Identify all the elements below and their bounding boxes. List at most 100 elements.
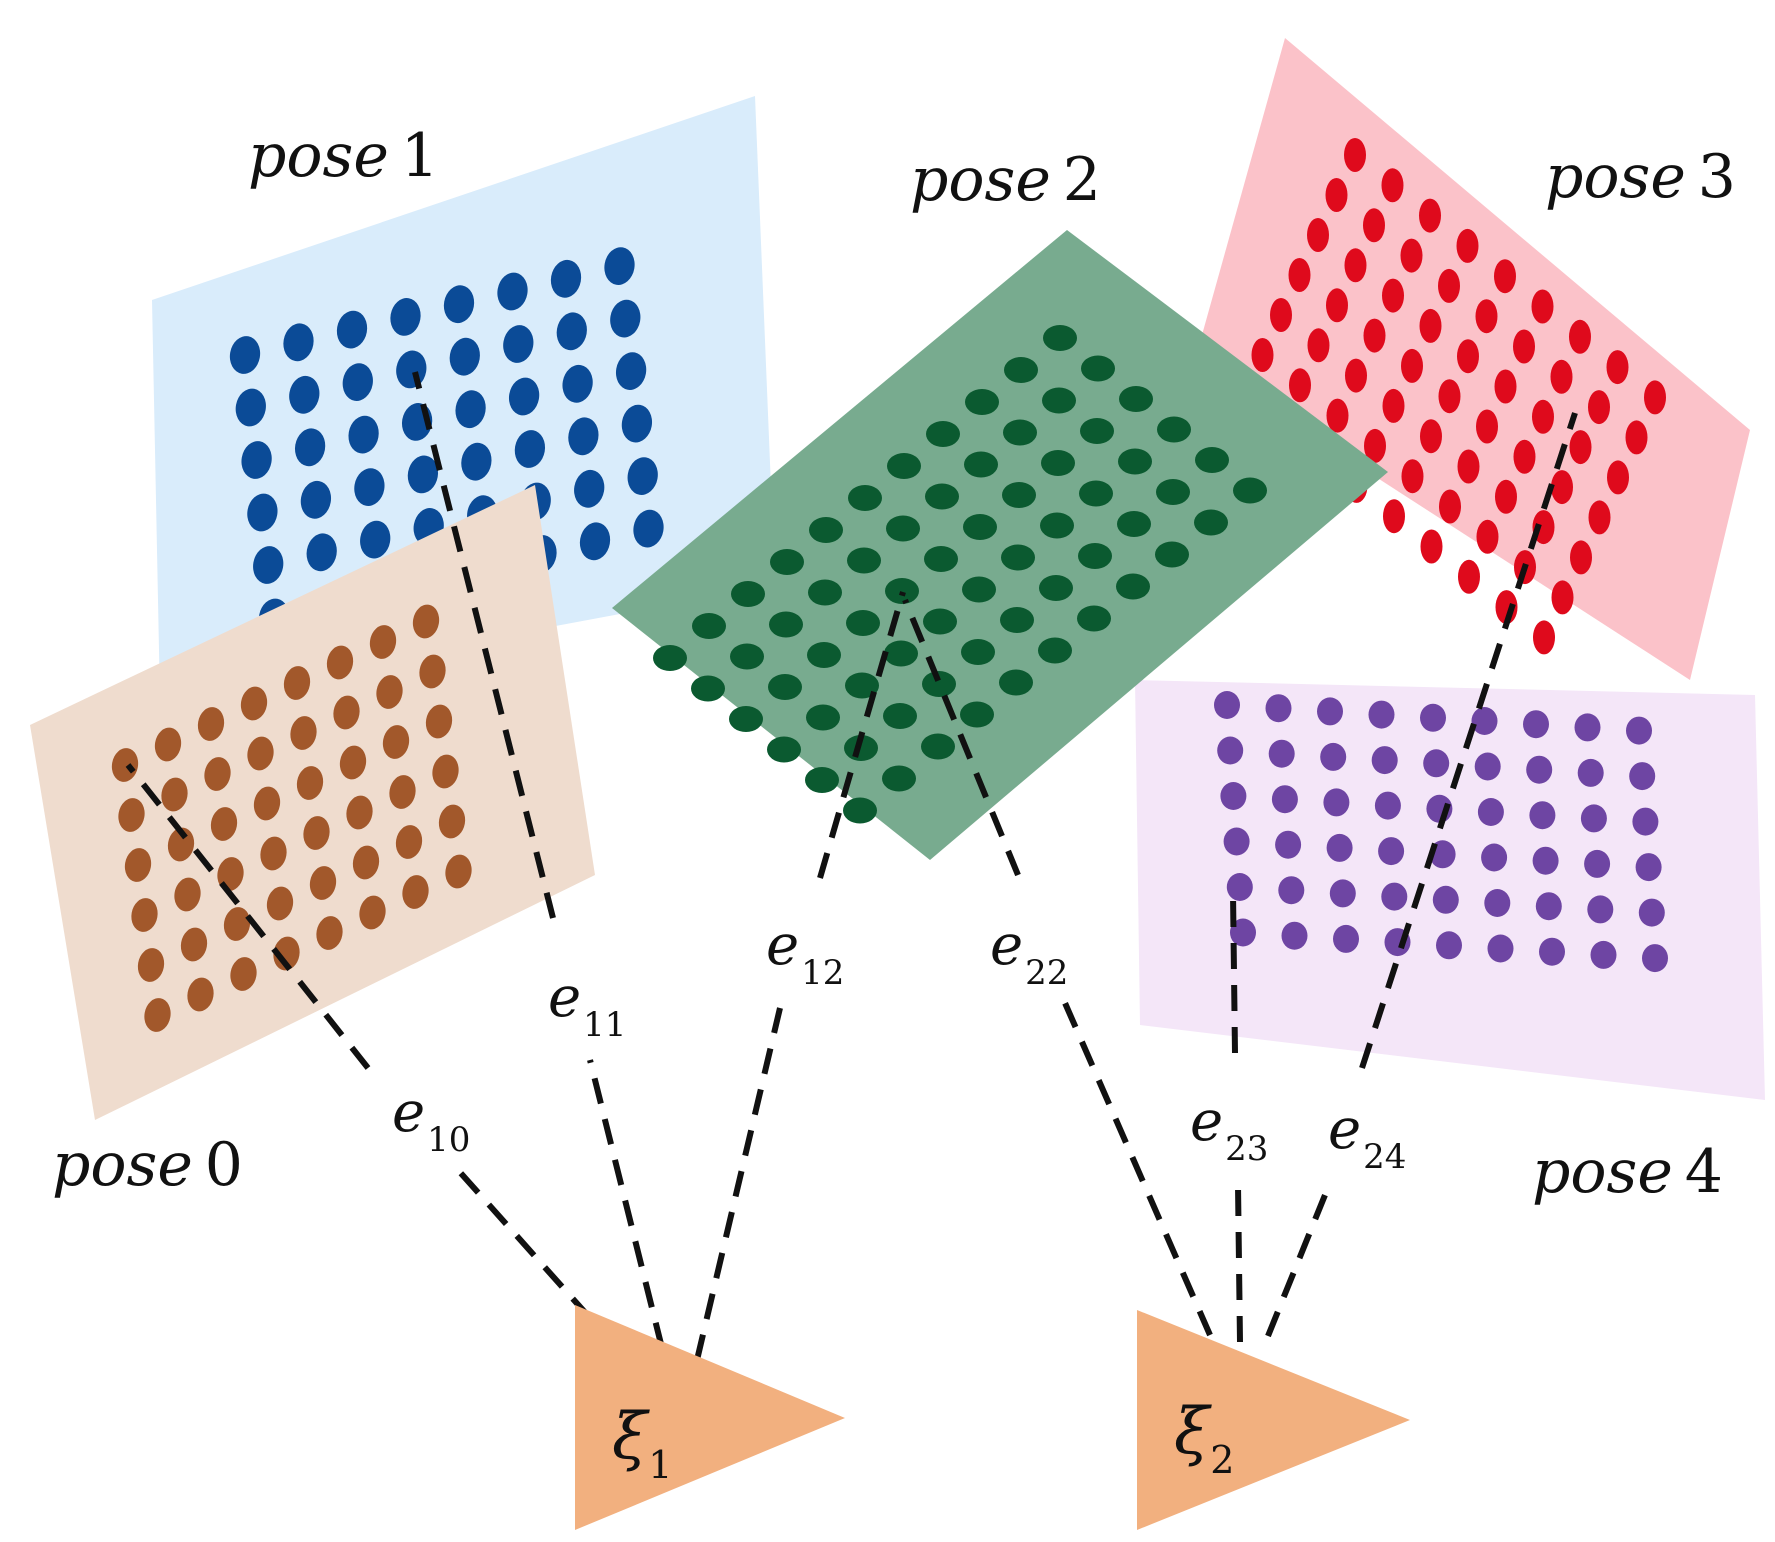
pose4-target-dot (1632, 807, 1659, 836)
pose1-target-dot (461, 442, 492, 481)
pose2-target-dot (921, 733, 955, 760)
pose1-target-dot (610, 299, 641, 338)
pose4-target-dot (1432, 885, 1459, 914)
pose0-target-dot (326, 645, 354, 680)
pose1-target-dot (579, 522, 611, 561)
pose4-target-dot (1580, 804, 1607, 833)
pose4-target-dot (1481, 843, 1508, 872)
pose0-target-dot (296, 766, 324, 800)
pose4-target-dot (1268, 739, 1295, 768)
edge-e23-label: e23 (1190, 1089, 1269, 1169)
pose0-target-dot (333, 695, 360, 730)
edge-e24-segment (1265, 1193, 1328, 1338)
pose0-target-dot (419, 654, 446, 689)
pose1-target-dot (336, 310, 368, 349)
pose0-target-dot (161, 777, 188, 812)
pose3-target-dot (1382, 278, 1404, 313)
pose3-target-dot (1344, 138, 1366, 172)
edge-e24 (1265, 412, 1578, 1338)
pose0-target-dot (283, 666, 311, 700)
pose2-target-dot (1077, 605, 1111, 632)
pose3-target-dot (1326, 288, 1348, 323)
pose4-target-dot (1378, 837, 1405, 866)
pose4-target-dot (1423, 749, 1450, 778)
pose1-target-dot (562, 364, 593, 403)
pose3-target-dot (1457, 339, 1479, 374)
pose3-target-dot (1439, 489, 1461, 524)
pose1-target-dot (247, 493, 278, 532)
pose4-target-dot (1326, 833, 1353, 862)
pose0-target-dot (253, 786, 281, 821)
pose2-target-dot (1039, 575, 1073, 601)
pose4-target-dot (1368, 700, 1395, 729)
edge-e10-label: e10 (392, 1080, 471, 1160)
pose2-target-dot (1078, 543, 1112, 569)
edge-e23-segment (1235, 1184, 1243, 1343)
pose4-target-dot (1629, 762, 1656, 791)
pose3-target-dot (1494, 259, 1516, 294)
pose4-target-dot (1535, 892, 1562, 921)
pose2-target-dot (1081, 355, 1115, 382)
pose1-target-dot (556, 312, 587, 351)
pose2-target-dot (1194, 509, 1228, 536)
pose3-target-dot (1495, 479, 1517, 514)
edge-e11-label: e11 (548, 965, 627, 1045)
pose1-target-dot (235, 388, 266, 427)
pose0-target-dot (118, 798, 145, 832)
pose4-target-dot (1436, 931, 1462, 960)
pose4-target-dot (1574, 713, 1601, 742)
pose2-target-dot (1155, 541, 1189, 568)
pose2-target-dot (806, 704, 840, 731)
pose0-target-dot (266, 886, 294, 921)
pose1-target-dot (604, 247, 635, 285)
pose3-target-dot (1401, 459, 1424, 494)
pose1-target-dot (289, 375, 320, 414)
pose3-target-dot (1326, 398, 1349, 433)
pose0-target-dot (412, 604, 440, 639)
pose3-target-dot (1457, 449, 1480, 484)
pose2-target-dot (1117, 511, 1151, 537)
pose4-target-dot (1371, 746, 1398, 775)
pose3-target-dot (1382, 388, 1405, 423)
cameras-layer (575, 1305, 1410, 1530)
pose4-target-dot (1226, 873, 1253, 901)
pose3-target-dot (1363, 208, 1385, 243)
pose2-target-dot (1119, 386, 1153, 412)
camera-xi2-label: ξ2 (1174, 1395, 1235, 1482)
pose0-target-dot (359, 895, 386, 930)
pose4-target-dot (1217, 736, 1244, 765)
pose3-target-dot (1438, 379, 1461, 414)
pose1-target-dot (627, 457, 658, 495)
pose4-target-dot (1523, 710, 1549, 739)
pose0-target-dot (402, 875, 429, 909)
pose1-target-dot (503, 325, 534, 363)
pose0-target-dot (154, 727, 182, 762)
pose2-target-dot (961, 639, 995, 665)
pose4-target-dot (1638, 898, 1665, 927)
pose3-target-dot (1345, 358, 1367, 393)
edge-e12-segment (694, 1007, 783, 1361)
pose2-target-dot (808, 579, 842, 606)
pose3-target-dot (1551, 580, 1574, 615)
pose2-target-dot (770, 549, 804, 575)
pose2-target-dot (963, 514, 997, 540)
pose2-target-dot (768, 674, 802, 700)
pose2-target-dot (999, 669, 1033, 696)
pose0-target-dot (247, 736, 274, 771)
edge-e22-label: e22 (990, 913, 1069, 993)
pose3-target-dot (1569, 319, 1591, 354)
pose3-target-dot (1364, 428, 1386, 463)
pose3-target-dot (1588, 390, 1610, 425)
pose1-target-dot (508, 377, 540, 416)
pose4-target-dot (1539, 937, 1565, 966)
pose0-board (30, 485, 595, 1120)
pose4-target-dot (1265, 694, 1292, 723)
boards-layer (30, 38, 1765, 1120)
edge-e12-segment (817, 591, 906, 879)
edge-e24-segment (1359, 412, 1578, 1069)
pose2-target-dot (767, 736, 801, 763)
pose4-target-dot (1320, 742, 1347, 771)
pose2-target-dot (1118, 448, 1152, 475)
pose3-target-dot (1438, 268, 1460, 303)
